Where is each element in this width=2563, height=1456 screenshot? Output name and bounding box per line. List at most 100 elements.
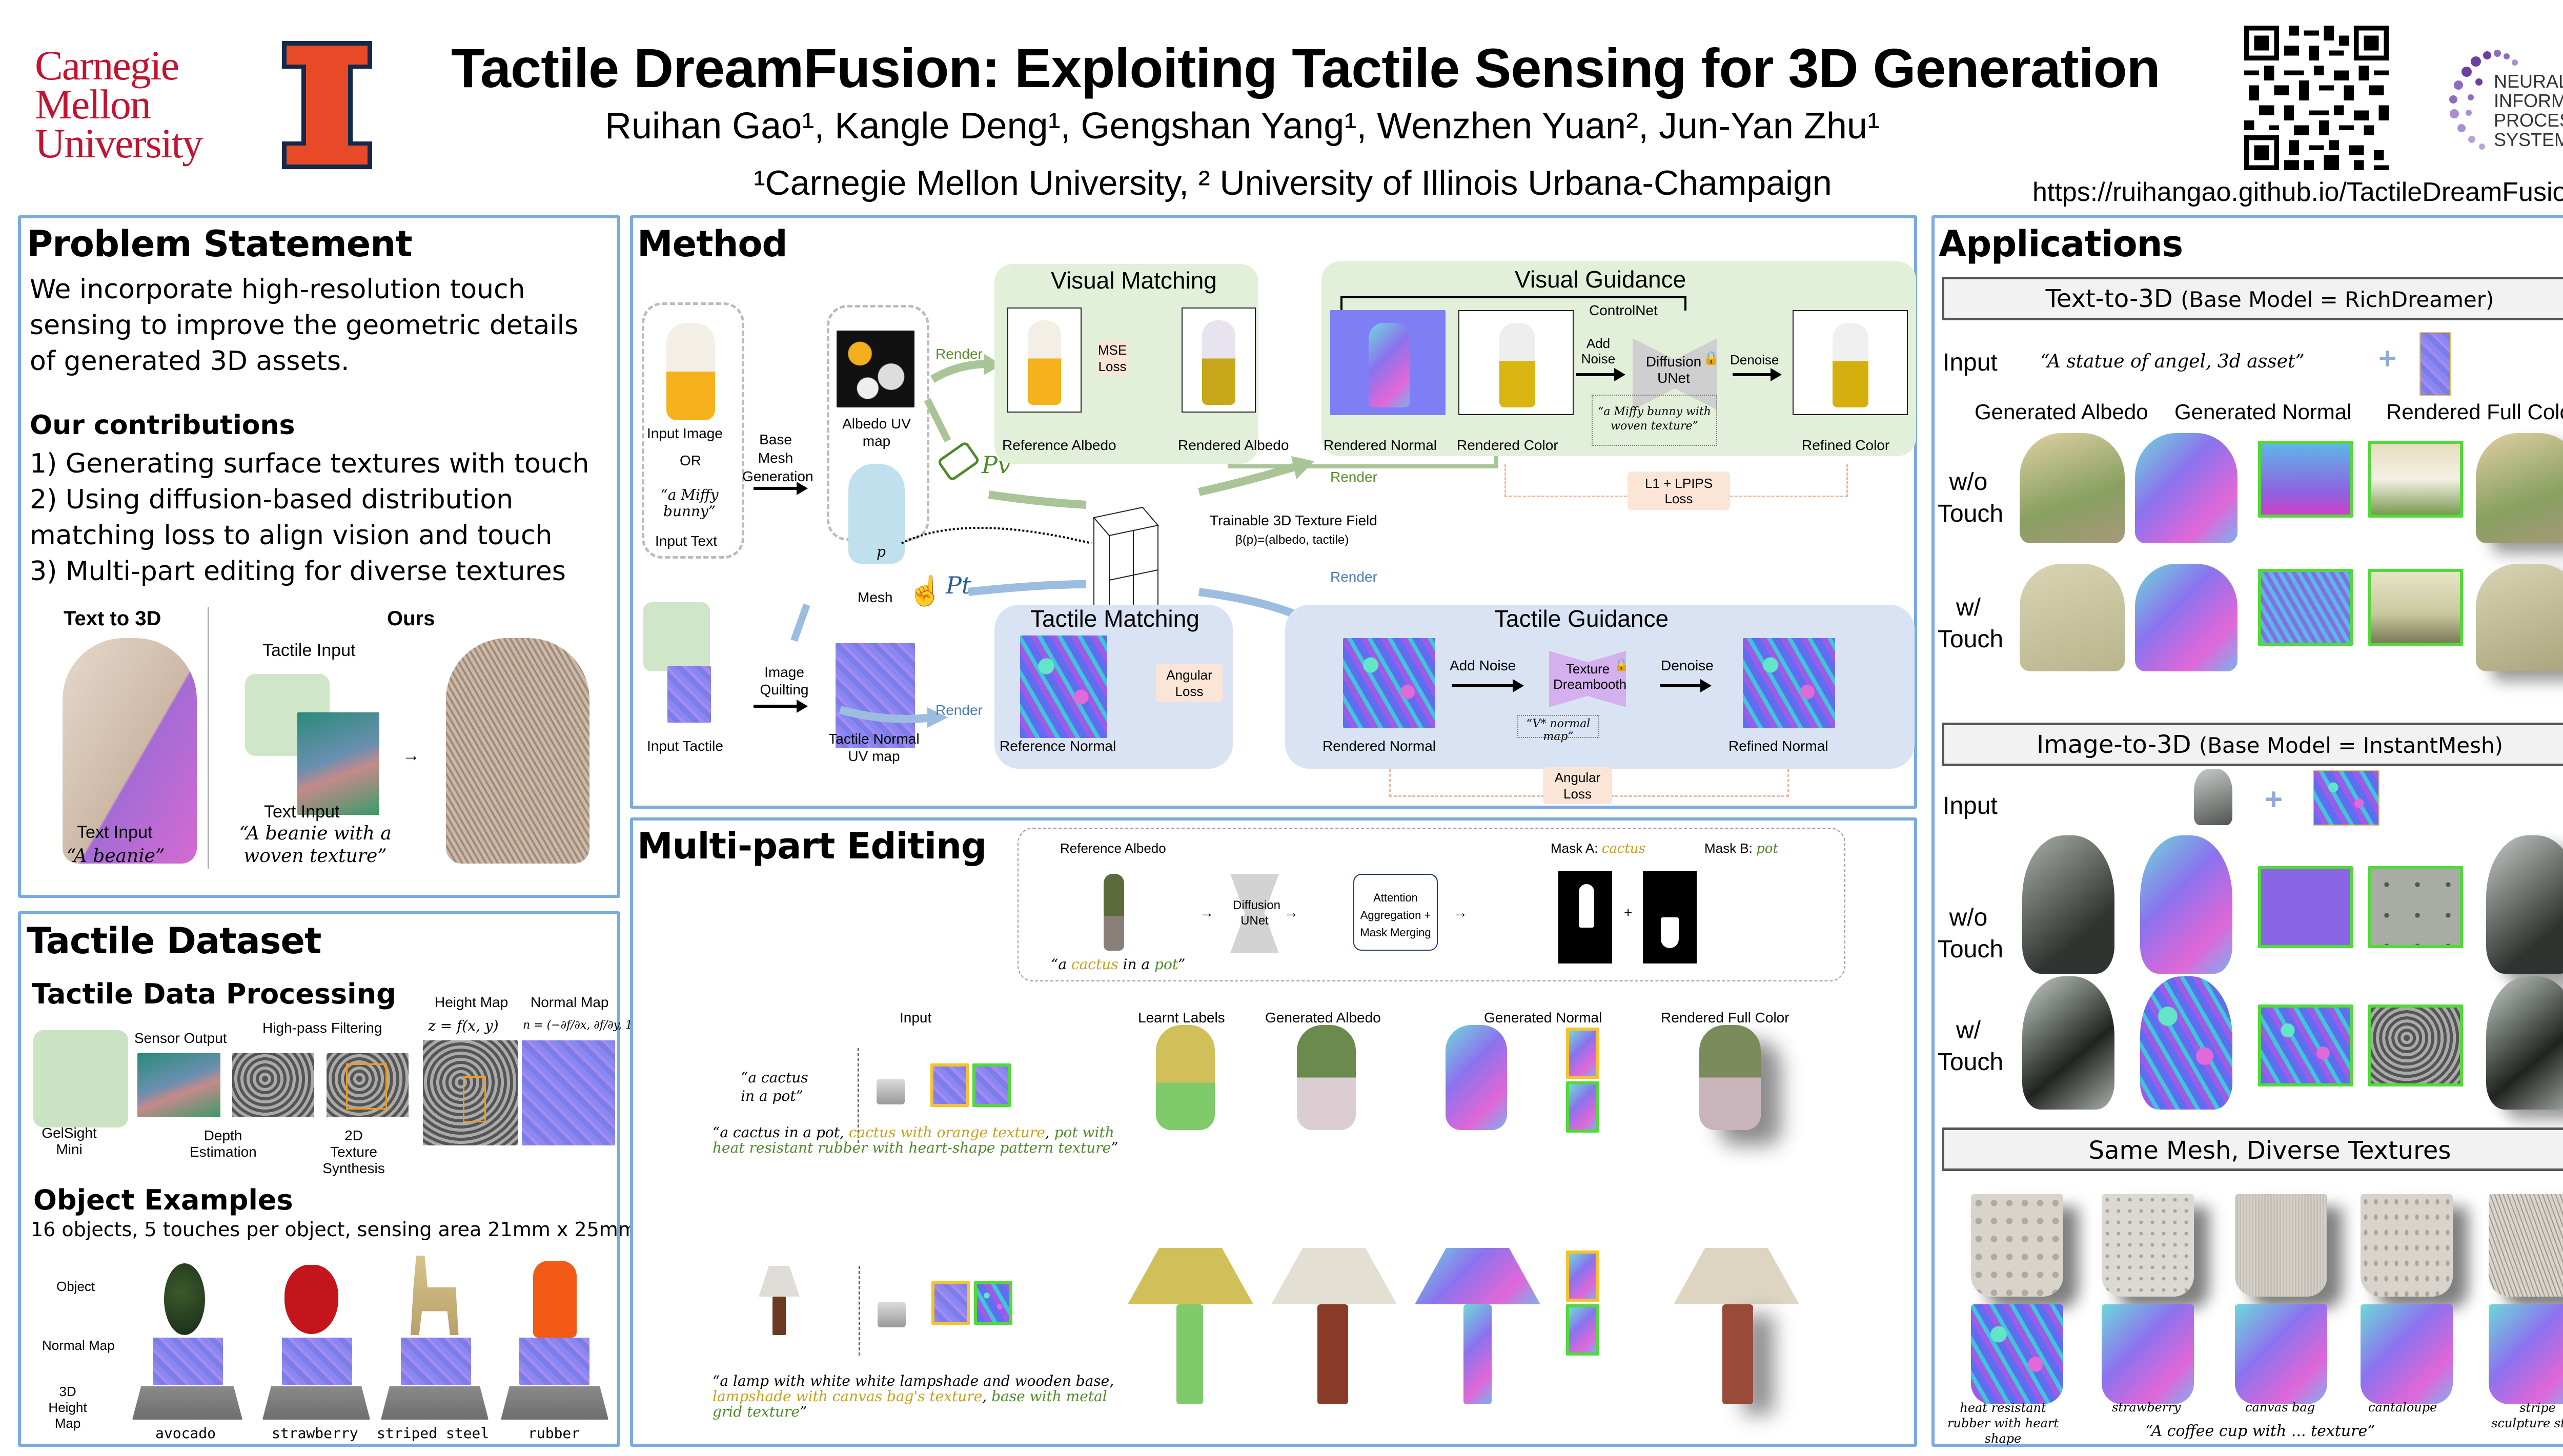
affiliations: ¹Carnegie Mellon University, ² Universit…: [754, 163, 1832, 202]
gelsight-sensor-icon: [877, 1079, 905, 1104]
label-texture-synthesis: 2D Texture Synthesis: [322, 1127, 385, 1176]
prompt-part: ,: [1045, 1124, 1054, 1141]
column-header-generated-normal: Generated Normal: [2174, 400, 2352, 424]
strawberry-height-map: [262, 1386, 370, 1420]
poster-title: Tactile DreamFusion: Exploiting Tactile …: [451, 37, 2161, 99]
miffy-normal-figure: [1369, 323, 1410, 407]
label-high-pass: High-pass Filtering: [262, 1020, 382, 1036]
text-to-3d-heading-bar: Text-to-3D (Base Model = RichDreamer): [1942, 277, 2563, 320]
tactile-prompt-box: [1517, 715, 1599, 738]
rendered-albedo-label: Rendered Albedo: [1178, 437, 1289, 453]
mask-a-shape: [1579, 884, 1594, 928]
reference-albedo-label: Reference Albedo: [1060, 840, 1166, 856]
controlnet-label: ControlNet: [1589, 302, 1658, 318]
miffy-figure: [1499, 323, 1535, 407]
pot-tactile-input: [972, 1063, 1011, 1107]
label-gelsight: GelSight Mini: [42, 1125, 97, 1157]
text-to-3d-base-model: (Base Model = RichDreamer): [2181, 287, 2494, 312]
contribution-item: 1) Generating surface textures with touc…: [30, 448, 589, 479]
label-sensor-output: Sensor Output: [134, 1030, 227, 1046]
prompt-part-cactus: cactus: [1071, 956, 1118, 973]
label-normal-map: Normal Map: [531, 994, 609, 1010]
ours-heading: Ours: [387, 607, 435, 630]
image-to-3d-heading: Image-to-3D: [2037, 730, 2191, 759]
rubber-glove-photo: [533, 1261, 577, 1338]
normal-map-image: [522, 1040, 615, 1145]
row-divider: [858, 1048, 859, 1143]
albedo-uv-map: [837, 331, 914, 407]
mask-a-prefix: Mask A:: [1551, 840, 1602, 856]
input-tactile-label: Input Tactile: [647, 738, 723, 754]
mask-b-shape: [1661, 917, 1679, 948]
tactile-denoise-label: Denoise: [1661, 658, 1714, 673]
lock-icon: 🔒: [1614, 658, 1629, 672]
text-to-3d-heading: Text-to-3D: [2045, 284, 2173, 313]
input-image-label: Input Image: [647, 425, 723, 441]
helmet-albedo-without-touch: [2022, 835, 2114, 974]
column-header-rendered-full-color: Rendered Full Color: [2386, 400, 2563, 424]
visual-matching-title: Visual Matching: [1051, 267, 1217, 294]
render-label-visual: Render: [935, 346, 983, 362]
image-to-3d-base-model: (Base Model = InstantMesh): [2199, 733, 2503, 758]
visual-guidance-title: Visual Guidance: [1515, 266, 1686, 293]
mask-b-prefix: Mask B:: [1704, 840, 1757, 856]
object-name-strawberry: strawberry: [272, 1425, 358, 1442]
object-examples-title: Object Examples: [33, 1184, 293, 1216]
texture-label-stripe-sculpture-steel: stripe sculpture steel: [2491, 1401, 2563, 1430]
column-header-generated-normal: Generated Normal: [1484, 1010, 1602, 1026]
visual-matching-to-guidance-line: [1228, 456, 1498, 468]
texture-label-cantaloupe: cantaloupe: [2368, 1400, 2437, 1414]
row-label-with-touch: w/ Touch: [1938, 1017, 2004, 1076]
gelsight-sensor-icon: [878, 1302, 906, 1327]
project-url-link[interactable]: https://ruihangao.github.io/TactileDream…: [2032, 177, 2563, 207]
sensor-output-image: [137, 1053, 220, 1117]
height-map-image: [423, 1040, 518, 1145]
object-examples-desc: 16 objects, 5 touches per object, sensin…: [31, 1218, 637, 1241]
tactile-normal-uv-label: Tactile Normal UV map: [828, 731, 920, 764]
problem-statement-title: Problem Statement: [27, 223, 413, 265]
angel-rendered-without-touch: [2476, 433, 2563, 543]
helmet-color-zoom-with-touch: [2368, 1004, 2463, 1086]
angel-tactile-input: [2419, 332, 2451, 396]
row-label-without-touch: w/o Touch: [1938, 904, 2004, 963]
controlnet-line: [1340, 296, 1686, 311]
column-header-generated-albedo: Generated Albedo: [1265, 1010, 1381, 1026]
tactile-dataset-title: Tactile Dataset: [27, 920, 321, 962]
rubber-normal-map: [519, 1338, 589, 1385]
column-header-learnt-labels: Learnt Labels: [1138, 1010, 1225, 1026]
helmet-albedo-with-touch: [2022, 976, 2114, 1110]
texture-label-heat-resistant-rubber: heat resistant rubber with heart shape: [1947, 1401, 2059, 1446]
camera-to-field-line: [988, 490, 1087, 509]
tactile-guidance-title: Tactile Guidance: [1494, 605, 1669, 632]
crop-box: [346, 1063, 387, 1110]
arrow-right: [754, 482, 808, 495]
sensor-output-image: [297, 712, 379, 815]
angel-color-zoom-without-touch: [2368, 441, 2463, 518]
helmet-normal-with-touch: [2140, 976, 2232, 1110]
texture-field-equation: β(p)=(albedo, tactile): [1235, 533, 1349, 547]
point-p-label: p: [877, 543, 886, 560]
rendered-color-label: Rendered Color: [1457, 437, 1558, 453]
miffy-figure: [1833, 323, 1868, 407]
attention-aggregation-box: [1353, 874, 1438, 951]
diverse-textures-heading-bar: Same Mesh, Diverse Textures: [1942, 1127, 2563, 1171]
helmet-normal-zoom-without-touch: [2258, 866, 2353, 948]
miffy-input-image: [666, 323, 715, 420]
pot-normal-zoom: [1566, 1081, 1599, 1133]
qr-code-icon[interactable]: [2244, 26, 2389, 170]
contribution-item: 2) Using diffusion-based distribution ma…: [30, 484, 553, 551]
arrow-right: [1733, 368, 1782, 381]
contribution-item: 3) Multi-part editing for diverse textur…: [30, 556, 566, 587]
plus-icon: +: [2378, 341, 2397, 376]
cup-normal-canvas-bag: [2235, 1304, 2327, 1404]
depth-image: [232, 1053, 314, 1117]
cactus-short-prompt: “a cactus in a pot”: [741, 1069, 808, 1104]
tactile-uv-to-probe-line: [790, 603, 810, 642]
helmet-normal-without-touch: [2140, 835, 2232, 974]
cactus-generated-albedo: [1297, 1025, 1356, 1130]
tactile-input-label: Tactile Input: [262, 641, 356, 660]
text-input-label: Text Input: [264, 802, 340, 822]
refined-normal-label: Refined Normal: [1728, 738, 1828, 754]
multipart-editing-title: Multi-part Editing: [637, 825, 987, 867]
lamp-base-image: [772, 1297, 786, 1335]
